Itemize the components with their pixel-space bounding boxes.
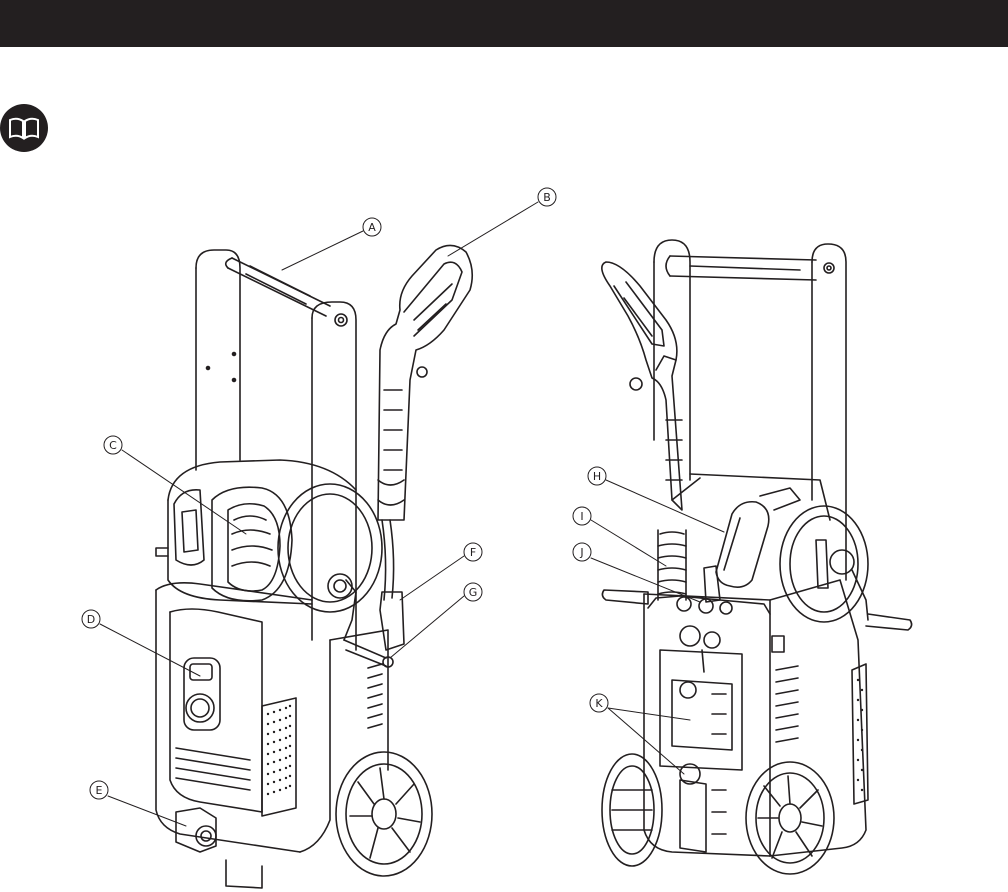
callout-k-label: K bbox=[595, 697, 603, 710]
callout-h-label: H bbox=[593, 470, 601, 483]
callout-i-label: I bbox=[580, 510, 583, 523]
callout-leaders bbox=[100, 202, 724, 826]
front-view-machine bbox=[156, 245, 472, 888]
callout-f-label: F bbox=[470, 546, 476, 559]
callout-e-label: E bbox=[96, 784, 103, 797]
callout-b-label: B bbox=[543, 191, 551, 204]
callout-j-label: J bbox=[579, 546, 583, 559]
callout-d-label: D bbox=[87, 613, 95, 626]
callout-g-label: G bbox=[469, 586, 478, 599]
callout-c-label: C bbox=[109, 439, 117, 452]
rear-view-machine bbox=[602, 240, 912, 874]
callout-a-label: A bbox=[368, 221, 376, 234]
